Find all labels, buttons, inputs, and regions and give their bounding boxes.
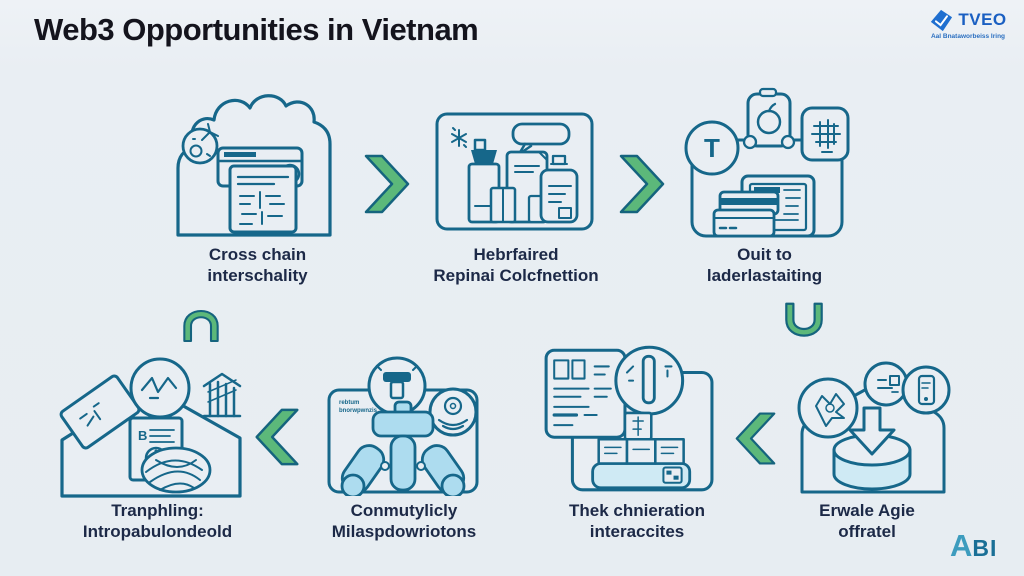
- flow-arc-down-icon: [183, 310, 219, 343]
- bottom-box-1-label: Tranphling: Intropabulondeold: [82, 501, 233, 541]
- top-box-3-label: Ouit to laderlastaiting: [706, 245, 823, 285]
- logo-name: TVEO: [958, 10, 1007, 29]
- tiny-garbled-text-1: rebtum: [339, 400, 359, 406]
- bottom-box-3-label: Thek chnieration interaccites: [568, 501, 706, 541]
- block-pyramid-icon: [544, 345, 714, 492]
- abi-brand-mark: A BI: [950, 528, 998, 563]
- token-t-badge: T: [704, 133, 720, 163]
- page-title: Web3 Opportunities in Vietnam: [34, 12, 479, 47]
- tveo-logo: TVEO Aal Bnataworbeiss Iring: [916, 8, 1020, 40]
- top-box-1-label: Cross chain interschality: [207, 245, 308, 285]
- cloud-browser-icon: [176, 94, 332, 237]
- bottom-box-4-label: Erwale Agie offratel: [819, 501, 915, 541]
- tiny-garbled-text-2: bnorwpwnzis: [339, 408, 378, 414]
- download-storage-icon: [797, 361, 951, 494]
- document-letter: B: [138, 428, 147, 443]
- house-documents-icon: B: [59, 357, 242, 498]
- products-collection-icon: [435, 112, 594, 231]
- top-box-2-label: Hebrfaired Repinai Colcfnettion: [433, 245, 599, 285]
- chevron-left-icon: [735, 412, 776, 465]
- chevron-right-icon: [364, 154, 410, 214]
- bottom-box-2-label: Conmutylicly Milaspdowriotons: [331, 501, 477, 541]
- token-payment-icon: T: [684, 87, 850, 238]
- chevron-right-icon: [619, 154, 665, 214]
- logo-tagline: Aal Bnataworbeiss Iring: [930, 33, 1006, 40]
- logo-icon: [931, 9, 953, 32]
- community-gavel-icon: rebtum bnorwpwnzis: [327, 356, 479, 496]
- flow-arc-up-icon: [785, 302, 823, 337]
- chevron-left-icon: [255, 408, 299, 466]
